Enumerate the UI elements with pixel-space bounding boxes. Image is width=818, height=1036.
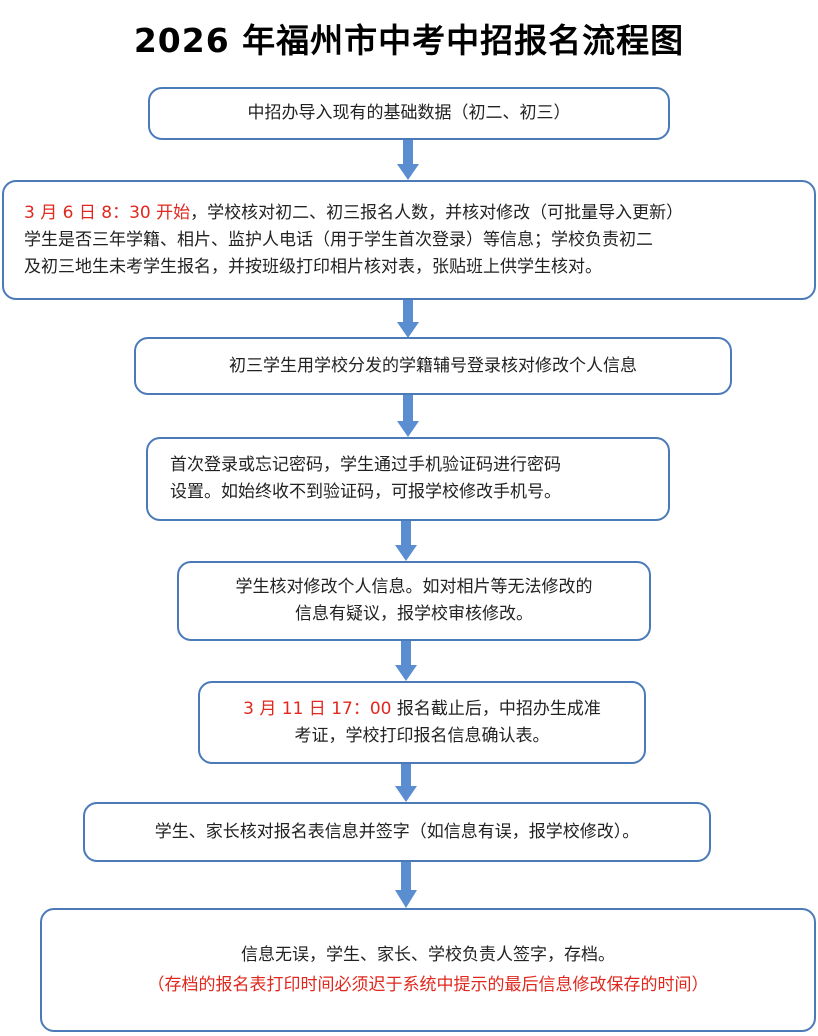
step-1-line-1-text: 中招办导入现有的基础数据（初二、初三） xyxy=(247,103,571,123)
step-7-box: 学生、家长核对报名表信息并签字（如信息有误，报学校修改）。 xyxy=(83,802,711,862)
arrow-down-icon xyxy=(397,140,419,180)
step-7-line-1: 学生、家长核对报名表信息并签字（如信息有误，报学校修改）。 xyxy=(85,819,709,846)
step-5-box: 学生核对修改个人信息。如对相片等无法修改的 信息有疑议，报学校审核修改。 xyxy=(177,561,651,641)
step-1-line-1: 中招办导入现有的基础数据（初二、初三） xyxy=(150,100,668,127)
step-2-line-1: 3 月 6 日 8：30 开始，学校核对初二、初三报名人数，并核对修改（可批量导… xyxy=(24,200,814,227)
step-5-line-1: 学生核对修改个人信息。如对相片等无法修改的 xyxy=(179,574,649,601)
step-2-line-1-text: ，学校核对初二、初三报名人数，并核对修改（可批量导入更新） xyxy=(190,202,684,223)
step-8-line-2: （存档的报名表打印时间必须迟于系统中提示的最后信息修改保存的时间） xyxy=(42,972,814,999)
arrow-down-icon xyxy=(395,641,417,681)
step-3-line-1: 初三学生用学校分发的学籍辅号登录核对修改个人信息 xyxy=(136,353,730,380)
step-6-line-1: 3 月 11 日 17：00 报名截止后，中招办生成准 xyxy=(200,696,644,723)
page-title: 2026 年福州市中考中招报名流程图 xyxy=(133,21,685,60)
step-2-line-3-text: 及初三地生未考学生报名，并按班级打印相片核对表，张贴班上供学生核对。 xyxy=(24,256,602,277)
step-6-line-1-text: 报名截止后，中招办生成准 xyxy=(391,698,601,719)
arrow-down-icon xyxy=(395,521,417,561)
step-2-box: 3 月 6 日 8：30 开始，学校核对初二、初三报名人数，并核对修改（可批量导… xyxy=(2,180,816,300)
step-2-line-2-text: 学生是否三年学籍、相片、监护人电话（用于学生首次登录）等信息；学校负责初二 xyxy=(24,229,653,250)
arrow-down-icon xyxy=(397,300,419,338)
step-6-line-2: 考证，学校打印报名信息确认表。 xyxy=(200,723,644,750)
step-5-line-1-text: 学生核对修改个人信息。如对相片等无法修改的 xyxy=(235,577,593,597)
step-8-line-1-text: 信息无误，学生、家长、学校负责人签字，存档。 xyxy=(241,944,615,965)
step-4-line-1-text: 首次登录或忘记密码，学生通过手机验证码进行密码 xyxy=(170,455,561,475)
step-8-line-1: 信息无误，学生、家长、学校负责人签字，存档。 xyxy=(42,942,814,969)
arrow-down-icon xyxy=(395,862,417,908)
step-2-line-3: 及初三地生未考学生报名，并按班级打印相片核对表，张贴班上供学生核对。 xyxy=(24,254,814,281)
step-4-line-2: 设置。如始终收不到验证码，可报学校修改手机号。 xyxy=(170,479,668,506)
step-3-box: 初三学生用学校分发的学籍辅号登录核对修改个人信息 xyxy=(134,337,732,395)
step-8-box: 信息无误，学生、家长、学校负责人签字，存档。 （存档的报名表打印时间必须迟于系统… xyxy=(40,908,816,1032)
step-8-archive-note: （存档的报名表打印时间必须迟于系统中提示的最后信息修改保存的时间） xyxy=(147,974,709,995)
arrow-down-icon xyxy=(395,764,417,802)
arrow-down-icon xyxy=(397,395,419,437)
step-7-line-1-text: 学生、家长核对报名表信息并签字（如信息有误，报学校修改）。 xyxy=(154,821,640,842)
step-4-line-2-text: 设置。如始终收不到验证码，可报学校修改手机号。 xyxy=(170,482,561,502)
step-3-line-1-text: 初三学生用学校分发的学籍辅号登录核对修改个人信息 xyxy=(229,355,637,376)
step-6-line-2-text: 考证，学校打印报名信息确认表。 xyxy=(294,725,550,746)
step-2-line-2: 学生是否三年学籍、相片、监护人电话（用于学生首次登录）等信息；学校负责初二 xyxy=(24,227,814,254)
step-4-box: 首次登录或忘记密码，学生通过手机验证码进行密码 设置。如始终收不到验证码，可报学… xyxy=(146,437,670,521)
step-6-date-highlight: 3 月 11 日 17：00 xyxy=(243,698,392,719)
step-4-line-1: 首次登录或忘记密码，学生通过手机验证码进行密码 xyxy=(170,452,668,479)
step-5-line-2: 信息有疑议，报学校审核修改。 xyxy=(179,601,649,628)
step-6-box: 3 月 11 日 17：00 报名截止后，中招办生成准 考证，学校打印报名信息确… xyxy=(198,681,646,764)
step-5-line-2-text: 信息有疑议，报学校审核修改。 xyxy=(295,604,533,624)
step-1-box: 中招办导入现有的基础数据（初二、初三） xyxy=(148,87,670,140)
step-2-date-highlight: 3 月 6 日 8：30 开始 xyxy=(24,202,191,223)
